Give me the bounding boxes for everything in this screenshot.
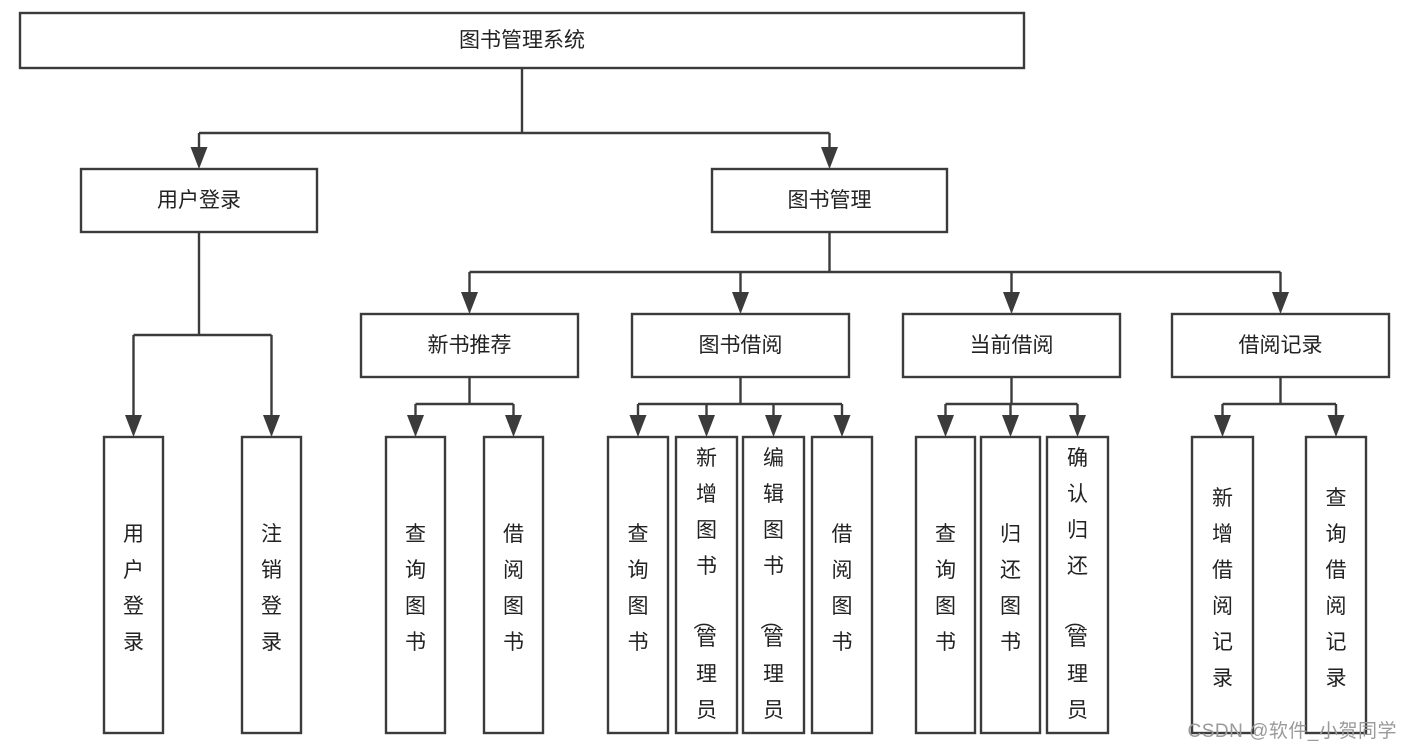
level2-node[interactable]: 图书借阅 bbox=[630, 312, 851, 379]
level1-label: 图书管理 bbox=[788, 189, 872, 212]
leaf-label: 用户登录 bbox=[123, 523, 144, 654]
leaf-label: 查询图书 bbox=[628, 523, 649, 654]
leaf-node[interactable]: 编辑图书（管理员） bbox=[741, 435, 806, 747]
level2-node[interactable]: 新书推荐 bbox=[359, 312, 580, 379]
leaf-box bbox=[240, 435, 303, 735]
leaf-arrow-11-arrowhead bbox=[1214, 415, 1231, 437]
level2-box bbox=[1170, 312, 1391, 379]
leaf-box bbox=[1304, 435, 1368, 735]
level2-node[interactable]: 借阅记录 bbox=[1170, 312, 1391, 379]
leaf-node[interactable]: 查询图书 bbox=[606, 435, 670, 735]
leaf-node[interactable]: 注销登录 bbox=[240, 435, 303, 735]
level1-to-level2-3-arrowhead bbox=[1272, 292, 1289, 314]
level1-to-level2-0-arrowhead bbox=[461, 292, 478, 314]
connector-layer bbox=[125, 68, 1345, 437]
leaf-node[interactable]: 确认归还（管理员） bbox=[1045, 435, 1110, 747]
leaf-arrow-9-arrowhead bbox=[1002, 415, 1019, 437]
leaf-label: 查询图书 bbox=[935, 523, 956, 654]
leaf-arrow-7-arrowhead bbox=[833, 415, 851, 437]
level2-box bbox=[630, 312, 851, 379]
leaf-node[interactable]: 新增借阅记录 bbox=[1190, 435, 1255, 735]
leaf-arrow-12-arrowhead bbox=[1327, 415, 1345, 437]
level2-box bbox=[901, 312, 1122, 379]
node-layer: 图书管理系统用户登录图书管理新书推荐图书借阅当前借阅借阅记录用户登录注销登录查询… bbox=[18, 11, 1391, 747]
level1-to-level2-1-arrowhead bbox=[732, 292, 749, 314]
leaf-node[interactable]: 借阅图书 bbox=[482, 435, 545, 735]
level1-node[interactable]: 图书管理 bbox=[710, 167, 949, 234]
leaf-box bbox=[741, 435, 806, 735]
leaf-arrow-3-arrowhead bbox=[505, 415, 522, 437]
leaf-box bbox=[102, 435, 165, 735]
leaf-arrow-6-arrowhead bbox=[765, 415, 782, 437]
leaf-node[interactable]: 新增图书（管理员） bbox=[674, 435, 739, 747]
root-to-level1-0-arrowhead bbox=[190, 147, 208, 169]
leaf-label: 新增图书（管理员） bbox=[691, 447, 717, 747]
leaf-arrow-1-arrowhead bbox=[263, 415, 280, 437]
root-label: 图书管理系统 bbox=[459, 29, 585, 52]
leaf-box bbox=[606, 435, 670, 735]
leaf-node[interactable]: 借阅图书 bbox=[810, 435, 874, 735]
level2-label: 图书借阅 bbox=[699, 334, 783, 357]
level1-label: 用户登录 bbox=[157, 189, 241, 212]
level2-label: 当前借阅 bbox=[970, 334, 1054, 357]
leaf-arrow-5-arrowhead bbox=[698, 415, 715, 437]
leaf-box bbox=[384, 435, 447, 735]
leaf-node[interactable]: 用户登录 bbox=[102, 435, 165, 735]
leaf-box bbox=[1045, 435, 1110, 735]
leaf-box bbox=[914, 435, 977, 735]
root-node[interactable]: 图书管理系统 bbox=[18, 11, 1026, 70]
leaf-node[interactable]: 归还图书 bbox=[979, 435, 1042, 735]
leaf-box bbox=[810, 435, 874, 735]
leaf-node[interactable]: 查询图书 bbox=[914, 435, 977, 735]
root-box bbox=[18, 11, 1026, 70]
leaf-arrow-2-arrowhead bbox=[407, 415, 424, 437]
leaf-arrow-0-arrowhead bbox=[125, 415, 142, 437]
leaf-label: 查询借阅记录 bbox=[1326, 487, 1347, 690]
leaf-box bbox=[674, 435, 739, 735]
level1-box bbox=[710, 167, 949, 234]
leaf-box bbox=[979, 435, 1042, 735]
leaf-box bbox=[1190, 435, 1255, 735]
leaf-node[interactable]: 查询图书 bbox=[384, 435, 447, 735]
leaf-label: 查询图书 bbox=[405, 523, 426, 654]
leaf-arrow-10-arrowhead bbox=[1069, 415, 1086, 437]
leaf-label: 借阅图书 bbox=[503, 523, 524, 654]
level1-box bbox=[79, 167, 319, 234]
level2-label: 新书推荐 bbox=[428, 334, 512, 357]
leaf-arrow-8-arrowhead bbox=[937, 415, 954, 437]
root-to-level1-1-arrowhead bbox=[821, 147, 838, 169]
level1-node[interactable]: 用户登录 bbox=[79, 167, 319, 234]
leaf-node[interactable]: 查询借阅记录 bbox=[1304, 435, 1368, 735]
level2-node[interactable]: 当前借阅 bbox=[901, 312, 1122, 379]
level1-to-level2-2-arrowhead bbox=[1003, 292, 1020, 314]
leaf-label: 借阅图书 bbox=[832, 523, 853, 654]
leaf-label: 注销登录 bbox=[261, 523, 282, 654]
leaf-label: 归还图书 bbox=[1000, 523, 1021, 654]
leaf-box bbox=[482, 435, 545, 735]
leaf-label: 新增借阅记录 bbox=[1212, 487, 1233, 690]
leaf-label: 编辑图书（管理员） bbox=[758, 447, 784, 747]
level2-label: 借阅记录 bbox=[1239, 334, 1323, 357]
csdn-watermark: CSDN @软件_小贺同学 bbox=[1187, 721, 1397, 742]
leaf-label: 确认归还（管理员） bbox=[1062, 447, 1088, 747]
level2-box bbox=[359, 312, 580, 379]
leaf-arrow-4-arrowhead bbox=[629, 415, 647, 437]
